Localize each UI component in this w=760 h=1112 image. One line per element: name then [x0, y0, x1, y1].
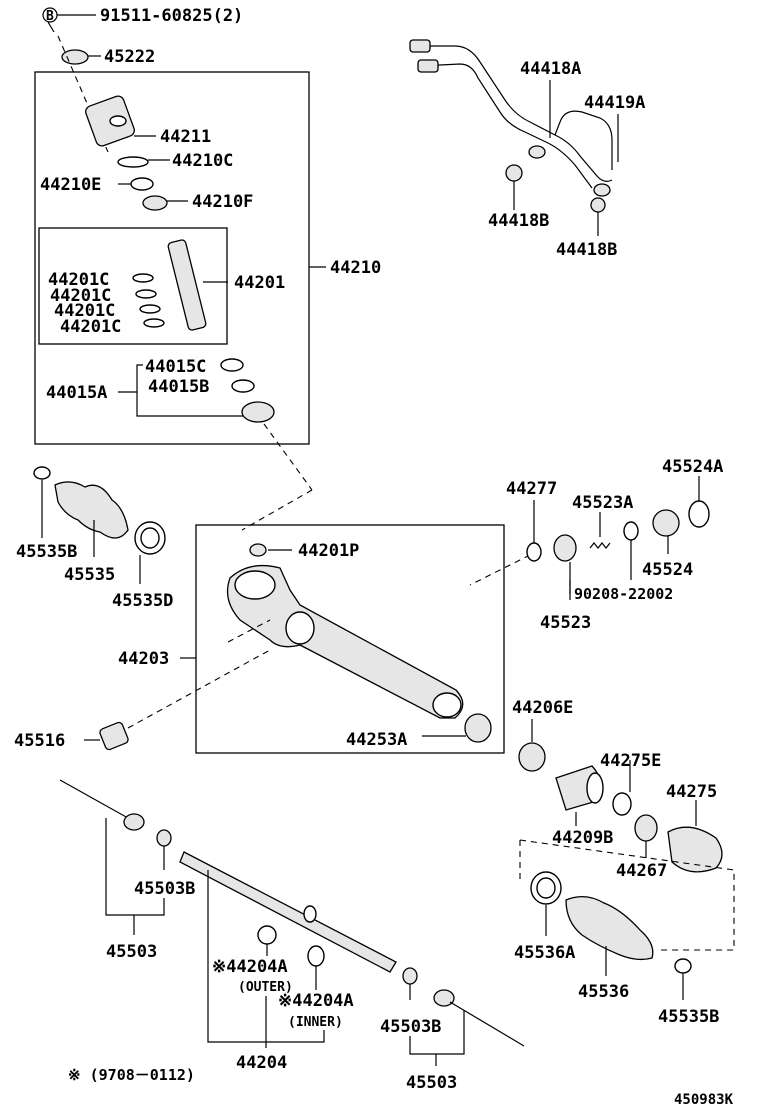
label-45536A: 45536A	[514, 943, 575, 963]
label-44418B-2: 44418B	[556, 240, 617, 260]
label-44203: 44203	[118, 649, 169, 669]
nut-45503B-1	[156, 829, 172, 847]
pinion-subframe	[38, 227, 228, 345]
gear-housing-frame	[34, 71, 310, 445]
boot-45535	[54, 481, 129, 539]
label-45536: 45536	[578, 982, 629, 1002]
label-45516: 45516	[14, 731, 65, 751]
plug-44277	[526, 542, 542, 562]
label-45503-1: 45503	[106, 942, 157, 962]
label-45535: 45535	[64, 565, 115, 585]
label-outer-note: (OUTER)	[238, 980, 293, 995]
label-44015C: 44015C	[145, 357, 206, 377]
yoke-45523	[553, 534, 577, 562]
tube-44419A	[554, 110, 613, 170]
label-90208-22002: 90208-22002	[574, 585, 673, 603]
nut-45503B-2	[402, 967, 418, 985]
label-44201C-3: 44201C	[54, 301, 115, 321]
label-45523: 45523	[540, 613, 591, 633]
seal-44015A	[241, 401, 275, 423]
clip-45535B	[33, 466, 51, 480]
label-44015B: 44015B	[148, 377, 209, 397]
tie-rod-end-left	[59, 779, 129, 819]
seal-44210F	[142, 195, 168, 211]
label-44419A: 44419A	[584, 93, 645, 113]
label-44204A-inner: ※44204A	[278, 991, 354, 1011]
label-44201P: 44201P	[298, 541, 359, 561]
label-44204A-outer: ※44204A	[212, 957, 288, 977]
rack-housing-frame	[195, 524, 505, 754]
label-44201C-4: 44201C	[60, 317, 121, 337]
label-44418B-1: 44418B	[488, 211, 549, 231]
boot-45536	[565, 896, 654, 961]
rack-44204	[179, 851, 397, 973]
label-44210E: 44210E	[40, 175, 101, 195]
bolt-marker-letter: B	[46, 9, 54, 24]
diagram-id: 450983K	[674, 1092, 734, 1108]
label-45524: 45524	[642, 560, 693, 580]
plug-45524	[652, 509, 680, 537]
label-44015A: 44015A	[46, 383, 107, 403]
label-44201C-2: 44201C	[50, 286, 111, 306]
label-45523A: 45523A	[572, 493, 633, 513]
label-45535B-1: 45535B	[16, 542, 77, 562]
oring-44204A-outer	[257, 925, 277, 945]
tube-44418A	[412, 45, 613, 182]
label-44201C-1: 44201C	[48, 270, 109, 290]
label-45503B-2: 45503B	[380, 1017, 441, 1037]
bushing-44253A	[464, 713, 492, 743]
label-44275E: 44275E	[600, 751, 661, 771]
bushing-44206E	[518, 742, 546, 772]
label-44201: 44201	[234, 273, 285, 293]
label-45503B-1: 45503B	[134, 879, 195, 899]
clip-45535B-2	[674, 958, 692, 974]
bushing-45516	[99, 721, 129, 751]
label-45524A: 45524A	[662, 457, 723, 477]
bushing-44267	[634, 814, 658, 842]
label-45535B-2: 45535B	[658, 1007, 719, 1027]
label-45535D: 45535D	[112, 591, 173, 611]
ring-44210E	[130, 177, 154, 191]
tie-rod-end-right	[449, 1001, 525, 1047]
label-44275: 44275	[666, 782, 717, 802]
label-44277: 44277	[506, 479, 557, 499]
boot-44275	[667, 826, 723, 873]
label-44210: 44210	[330, 258, 381, 278]
label-44204: 44204	[236, 1053, 287, 1073]
label-44267: 44267	[616, 861, 667, 881]
spring-45523A	[589, 542, 611, 549]
label-44210C: 44210C	[172, 151, 233, 171]
label-44209B: 44209B	[552, 828, 613, 848]
ring-44275E	[612, 792, 632, 816]
oring-44204A-inner	[307, 945, 325, 967]
label-45503-2: 45503	[406, 1073, 457, 1093]
label-44253A: 44253A	[346, 730, 407, 750]
pinion-44201	[167, 239, 207, 331]
nut-45524A	[688, 500, 710, 528]
label-inner-note: (INNER)	[288, 1015, 343, 1030]
housing-44203	[226, 564, 464, 719]
label-bolt: 91511-60825(2)	[100, 6, 243, 26]
label-44206E: 44206E	[512, 698, 573, 718]
footnote: ※ (9708－0112)	[68, 1066, 195, 1084]
plug-44201P	[249, 543, 267, 557]
label-44418A: 44418A	[520, 59, 581, 79]
cap-45222	[61, 49, 89, 65]
ring-44210C	[117, 156, 149, 168]
label-44210F: 44210F	[192, 192, 253, 212]
label-45222: 45222	[104, 47, 155, 67]
label-44211: 44211	[160, 127, 211, 147]
